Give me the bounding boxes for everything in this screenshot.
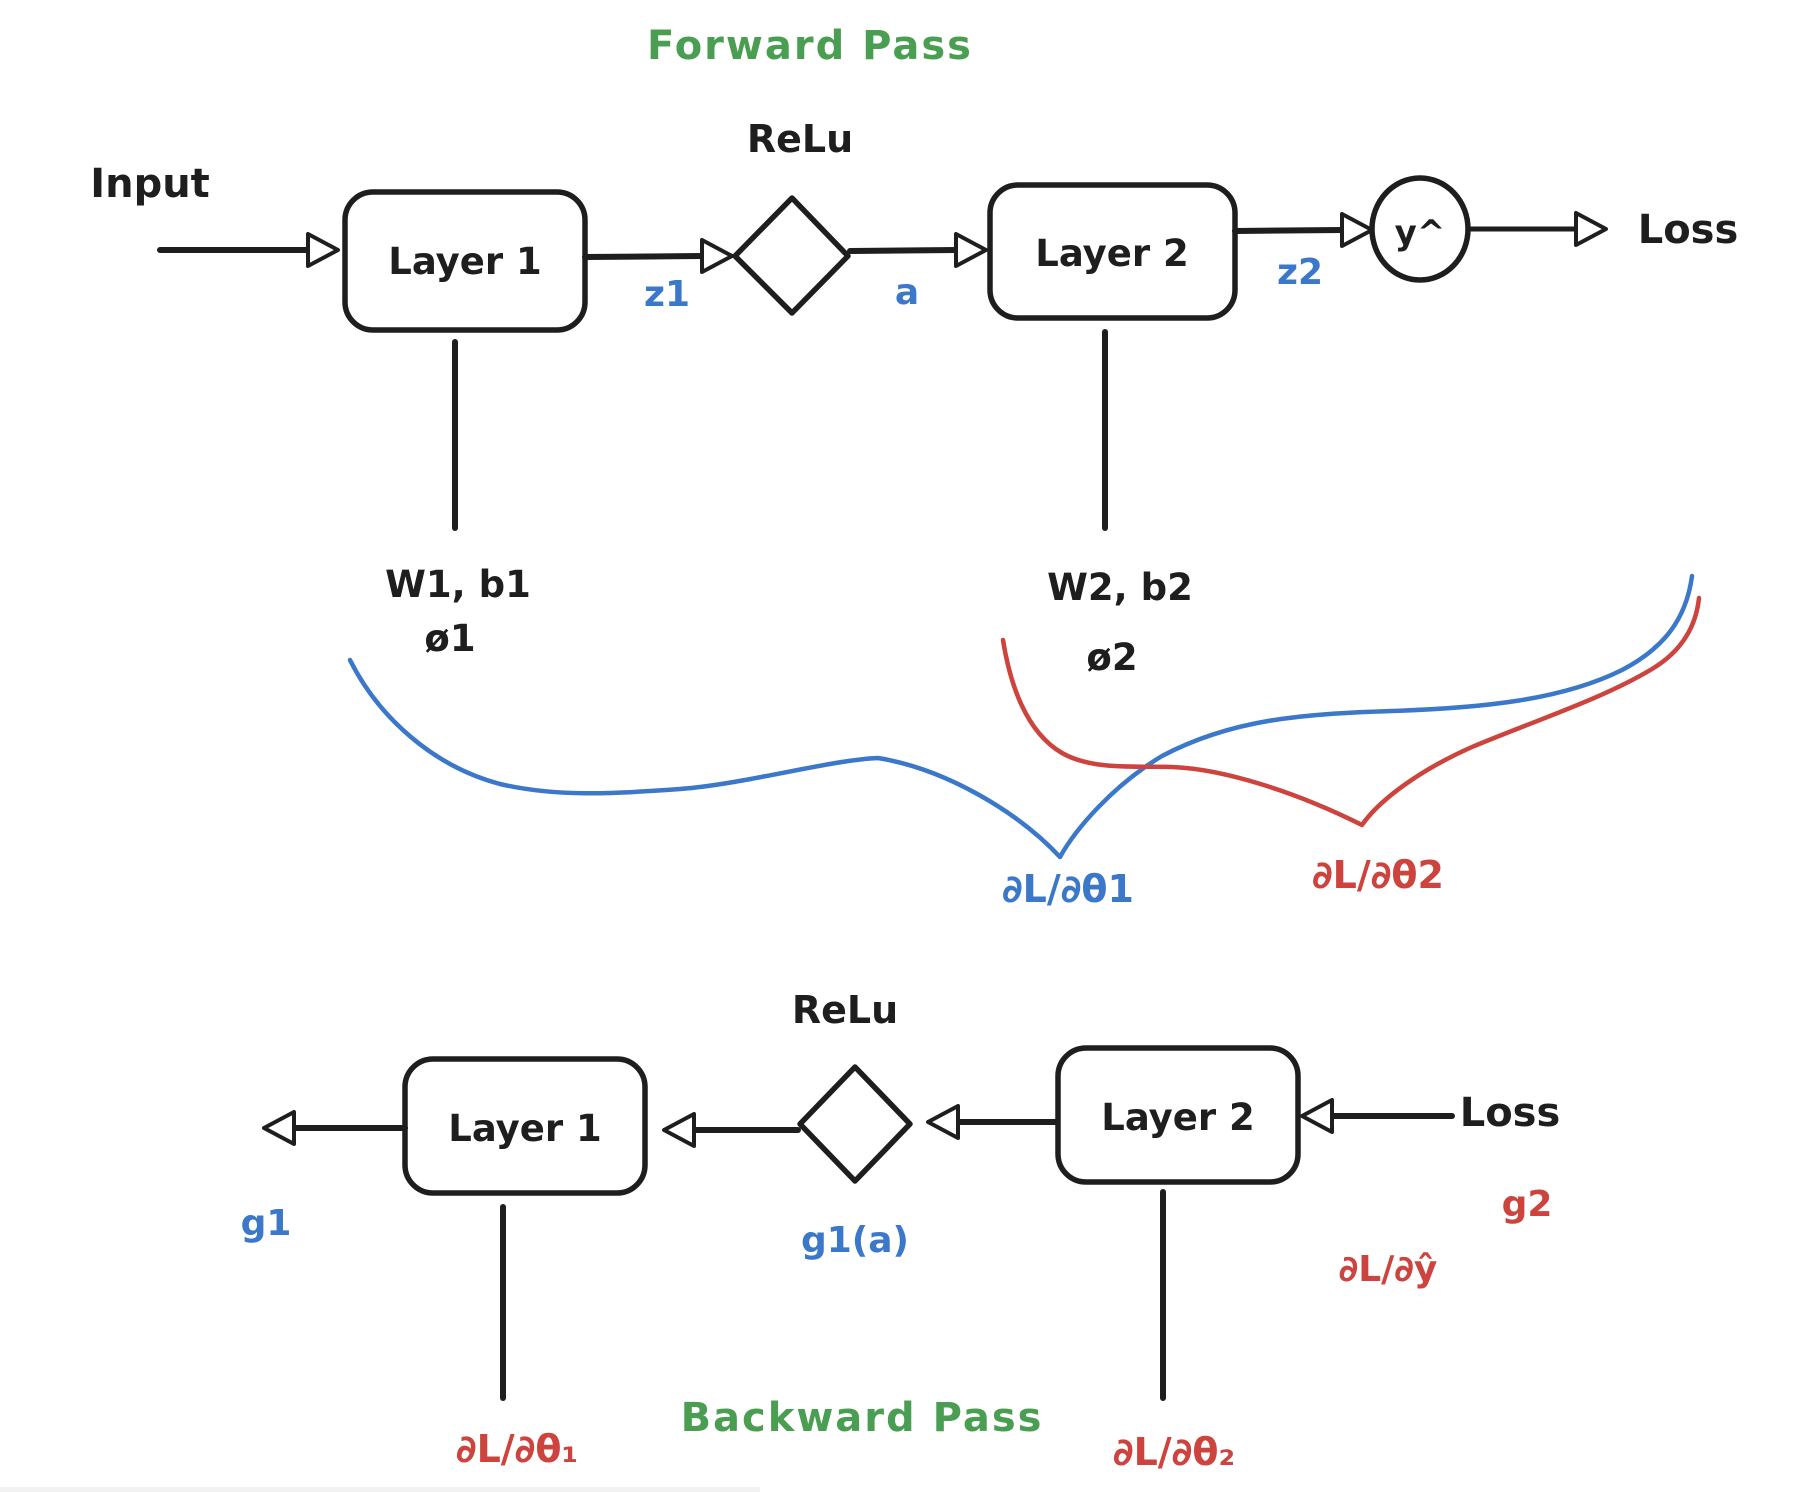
forward-layer2-params-line1: W2, b2 — [1047, 566, 1193, 609]
backward-out-arrowhead-icon — [262, 1110, 296, 1146]
forward-relu-diamond — [732, 195, 851, 316]
forward-layer2-arrowhead-icon — [954, 232, 988, 268]
backward-g1-label: g1 — [241, 1203, 292, 1244]
backward-relu-arrowhead-icon — [926, 1104, 960, 1140]
input-arrowhead-icon — [306, 232, 340, 268]
forward-a-label: a — [895, 272, 919, 313]
forward-layer2-label: Layer 2 — [1035, 232, 1189, 275]
backward-relu-label: ReLu — [792, 988, 898, 1032]
forward-layer1-params-line2: ø1 — [424, 617, 475, 660]
forward-loss-label: Loss — [1638, 207, 1739, 253]
forward-yhat-label: y^ — [1395, 213, 1446, 253]
forward-input-label: Input — [90, 161, 210, 207]
backward-layer1-arrowhead-icon — [662, 1112, 696, 1148]
forward-z2-label: z2 — [1277, 252, 1323, 293]
bottom-edge-artifact — [0, 1487, 760, 1492]
forward-relu-arrowhead-icon — [700, 238, 734, 274]
forward-pass-section: Forward Pass ReLu Input Layer 1 z1 a Lay… — [90, 23, 1738, 679]
backward-grad-theta1-label: ∂L/∂θ₁ — [456, 1427, 578, 1471]
forward-relu-label: ReLu — [747, 117, 853, 161]
backward-layer2-box — [1055, 1045, 1301, 1185]
backward-layer1-label: Layer 1 — [448, 1107, 602, 1150]
gradient-theta2-curve — [1000, 595, 1702, 828]
forward-layer1-params-line1: W1, b1 — [385, 563, 531, 606]
forward-layer2-to-yhat-line — [1232, 227, 1345, 234]
forward-relu-to-layer2-line — [847, 247, 959, 254]
backward-loss-label: Loss — [1460, 1090, 1561, 1136]
forward-layer1-to-relu-line — [582, 253, 705, 260]
forward-layer2-box — [987, 182, 1238, 321]
forward-layer2-params-line2: ø2 — [1086, 636, 1137, 679]
backward-layer2-arrowhead-icon — [1300, 1098, 1334, 1134]
forward-layer1-label: Layer 1 — [388, 240, 542, 283]
gradient-theta1-curve — [347, 573, 1695, 860]
backward-layer2-label: Layer 2 — [1101, 1096, 1255, 1139]
backward-pass-title: Backward Pass — [681, 1395, 1044, 1441]
forward-z1-label: z1 — [644, 274, 690, 315]
forward-yhat-arrowhead-icon — [1340, 212, 1374, 248]
gradient-curves-section: ∂L/∂θ1 ∂L/∂θ2 — [347, 573, 1702, 911]
backward-pass-section: ReLu Layer 1 g1 g1(a) Layer 2 Loss g2 ∂L… — [241, 988, 1561, 1474]
forward-layer1-box — [342, 189, 588, 333]
gradient-theta1-label: ∂L/∂θ1 — [1002, 867, 1134, 911]
forward-loss-arrowhead-icon — [1574, 211, 1608, 247]
backward-g1a-label: g1(a) — [801, 1220, 909, 1261]
backward-dl-dyhat-label: ∂L/∂ŷ — [1339, 1249, 1438, 1290]
backward-g2-label: g2 — [1502, 1184, 1553, 1225]
gradient-theta2-label: ∂L/∂θ2 — [1312, 853, 1444, 897]
forward-pass-title: Forward Pass — [647, 23, 973, 69]
backward-grad-theta2-label: ∂L/∂θ₂ — [1113, 1430, 1235, 1474]
backward-relu-diamond — [797, 1064, 913, 1184]
